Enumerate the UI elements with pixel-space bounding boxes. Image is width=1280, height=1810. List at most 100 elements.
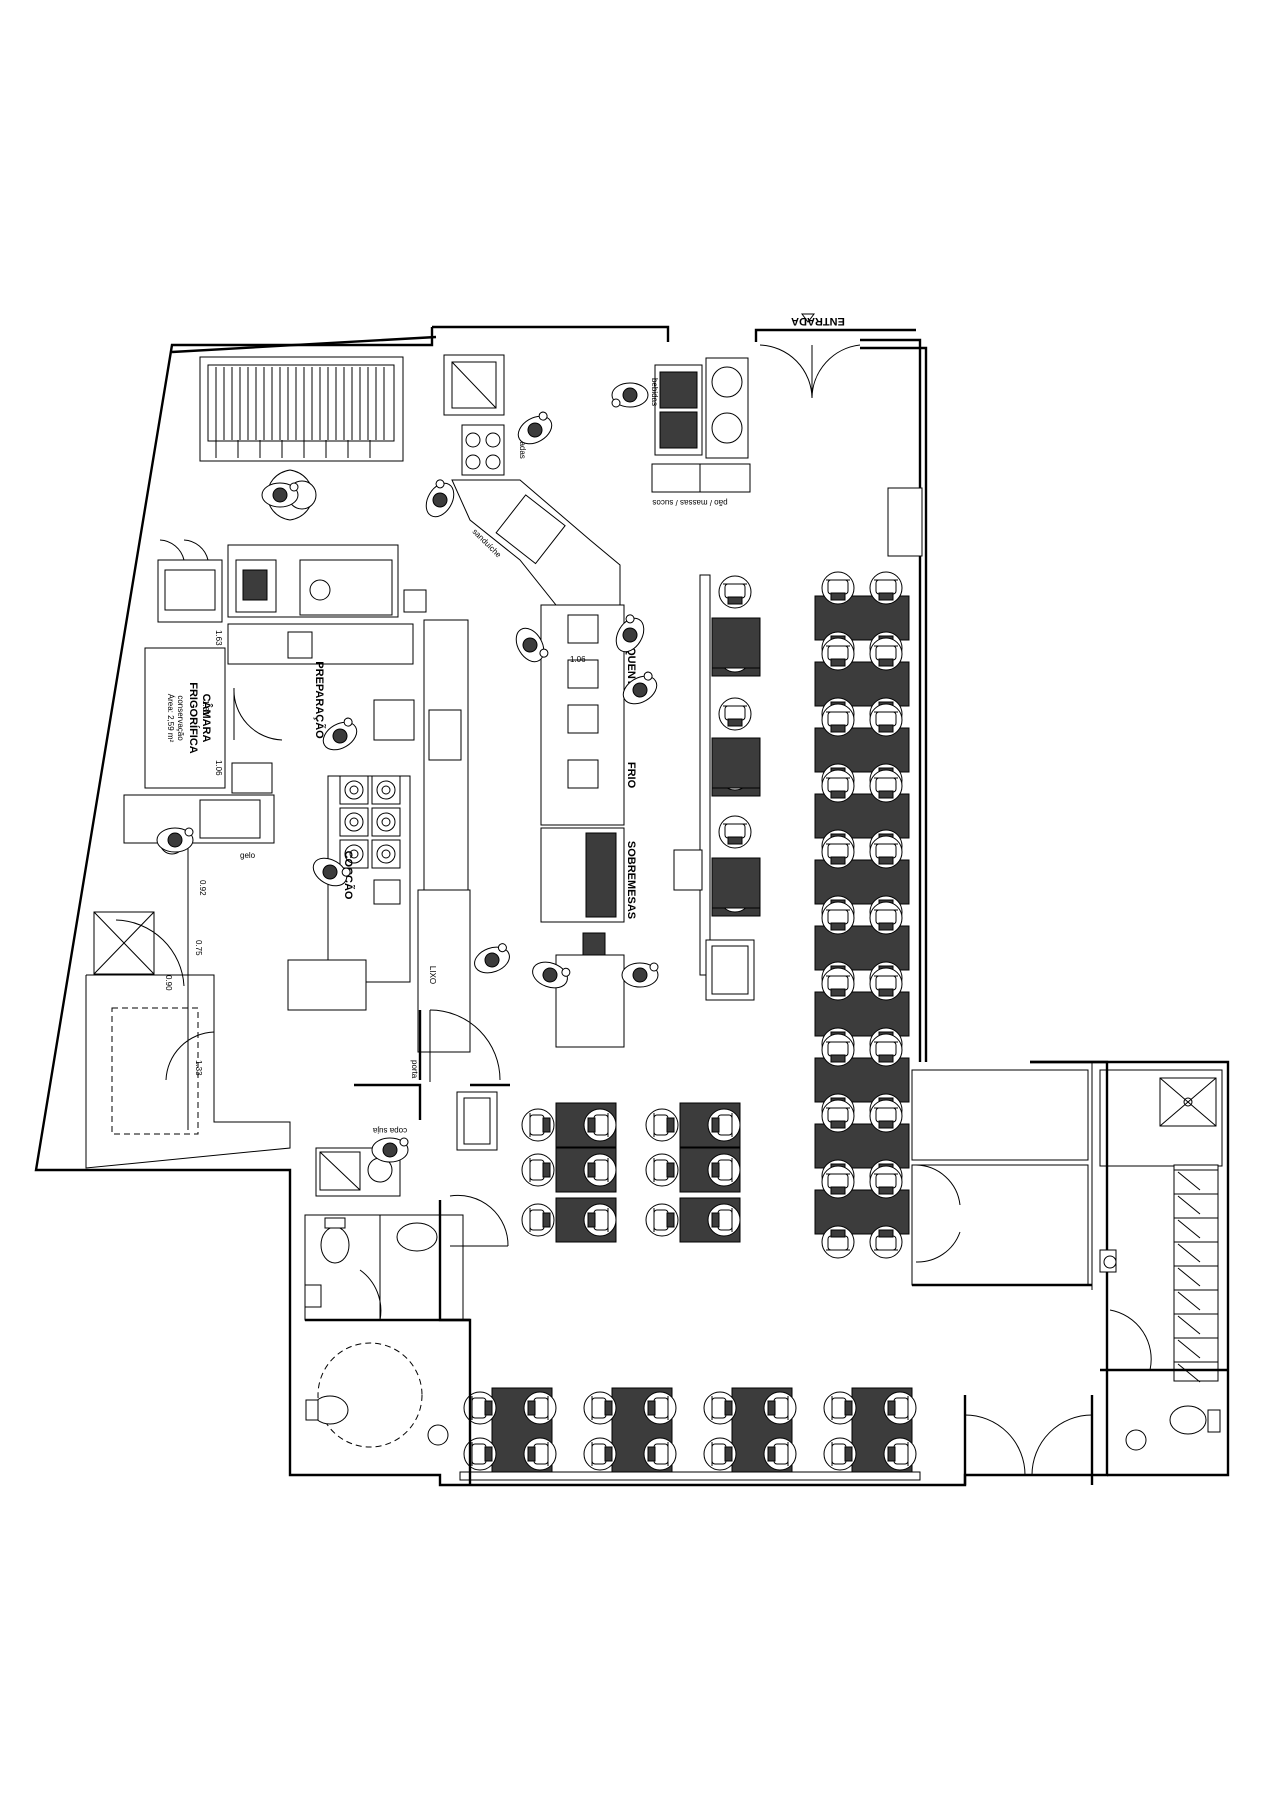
chair	[521, 1108, 555, 1142]
chair	[463, 1391, 497, 1425]
chair	[521, 1153, 555, 1187]
chair	[869, 703, 903, 737]
table	[814, 1189, 910, 1235]
chair	[883, 1437, 917, 1471]
preparacao-label: PREPARAÇÃO	[313, 661, 326, 739]
table	[711, 857, 761, 909]
top-left-cabinet	[199, 356, 404, 521]
dining-tables	[459, 571, 921, 1481]
person-figure	[312, 857, 351, 887]
chair	[707, 1108, 741, 1142]
dim-0-90: 0.90	[164, 975, 173, 991]
chair	[523, 1437, 557, 1471]
frigorifica-label: FRIGORÍFICA	[187, 682, 200, 754]
person-figure	[474, 943, 510, 974]
gelo-label: gelo	[240, 851, 256, 860]
chair	[821, 1099, 855, 1133]
chair	[823, 1437, 857, 1471]
chair	[583, 1437, 617, 1471]
chair	[869, 1099, 903, 1133]
saladas-label: saladas	[518, 431, 527, 459]
chair	[583, 1153, 617, 1187]
entrada-label: ENTRADA	[791, 315, 845, 327]
staff-figures	[156, 382, 659, 1163]
person-figure	[515, 627, 549, 663]
dim-1-81: 1.81	[201, 700, 210, 716]
chair	[645, 1203, 679, 1237]
chair	[869, 1033, 903, 1067]
chair	[821, 835, 855, 869]
chair	[869, 901, 903, 935]
person-figure	[621, 962, 659, 988]
chair	[823, 1391, 857, 1425]
person-figure	[622, 671, 658, 705]
table	[814, 859, 910, 905]
restrooms-left	[304, 1214, 464, 1448]
person-figure	[322, 717, 358, 751]
chair	[643, 1391, 677, 1425]
chair	[821, 967, 855, 1001]
entrance: ENTRADA	[759, 313, 861, 399]
lixo-label: LIXO	[428, 966, 437, 984]
chair	[583, 1108, 617, 1142]
wall-niche	[887, 487, 923, 557]
table	[711, 737, 761, 789]
conservacao-label: conservação	[176, 695, 185, 741]
chair	[583, 1203, 617, 1237]
table	[711, 617, 761, 669]
chair	[821, 1165, 855, 1199]
chair	[703, 1391, 737, 1425]
person-figure	[611, 382, 649, 408]
chair	[763, 1437, 797, 1471]
table	[814, 991, 910, 1037]
dim-1-33: 1.33	[194, 1060, 203, 1076]
person-figure	[425, 479, 455, 518]
chair	[869, 571, 903, 605]
dim-1-06-b: 1.06	[214, 760, 223, 776]
chair	[521, 1203, 555, 1237]
dim-0-75: 0.75	[194, 940, 203, 956]
table	[814, 1057, 910, 1103]
chair	[645, 1108, 679, 1142]
buffet-counter: QUENTE FRIO SOBREMESAS 1.06 saladas sand…	[443, 354, 728, 1048]
sobremesas-label: SOBREMESAS	[625, 841, 637, 919]
person-figure	[517, 411, 553, 445]
table	[814, 661, 910, 707]
chair	[869, 967, 903, 1001]
chair	[869, 1165, 903, 1199]
chair	[883, 1391, 917, 1425]
chair	[583, 1391, 617, 1425]
person-figure	[156, 827, 194, 853]
chair	[821, 637, 855, 671]
dim-0-92: 0.92	[198, 880, 207, 896]
chair	[869, 835, 903, 869]
table	[814, 595, 910, 641]
right-rooms	[911, 1062, 1094, 1485]
camara-label: CÂMARA	[200, 694, 213, 743]
table	[814, 727, 910, 773]
restrooms-right	[1099, 1069, 1228, 1451]
chair	[821, 901, 855, 935]
beverage-station: bebidas	[650, 357, 751, 493]
bar-counter	[673, 574, 755, 1001]
porta-label: porta	[410, 1060, 419, 1079]
pao-label: pão / massas / sucos	[652, 498, 727, 507]
area-label: Área: 2,59 m²	[166, 694, 175, 743]
chair	[869, 1225, 903, 1259]
chair	[821, 1033, 855, 1067]
chair	[645, 1153, 679, 1187]
chair	[707, 1153, 741, 1187]
table	[814, 793, 910, 839]
storage-room	[85, 911, 291, 1169]
bebidas-label: bebidas	[650, 378, 659, 406]
chair	[523, 1391, 557, 1425]
person-figure	[261, 482, 299, 508]
chair	[707, 1203, 741, 1237]
person-figure	[615, 614, 645, 653]
copa-suja-label: copa suja	[372, 1126, 407, 1135]
cold-room: CÂMARA FRIGORÍFICA conservação Área: 2,5…	[144, 539, 283, 789]
chair	[718, 815, 752, 849]
chair	[703, 1437, 737, 1471]
chair	[821, 703, 855, 737]
